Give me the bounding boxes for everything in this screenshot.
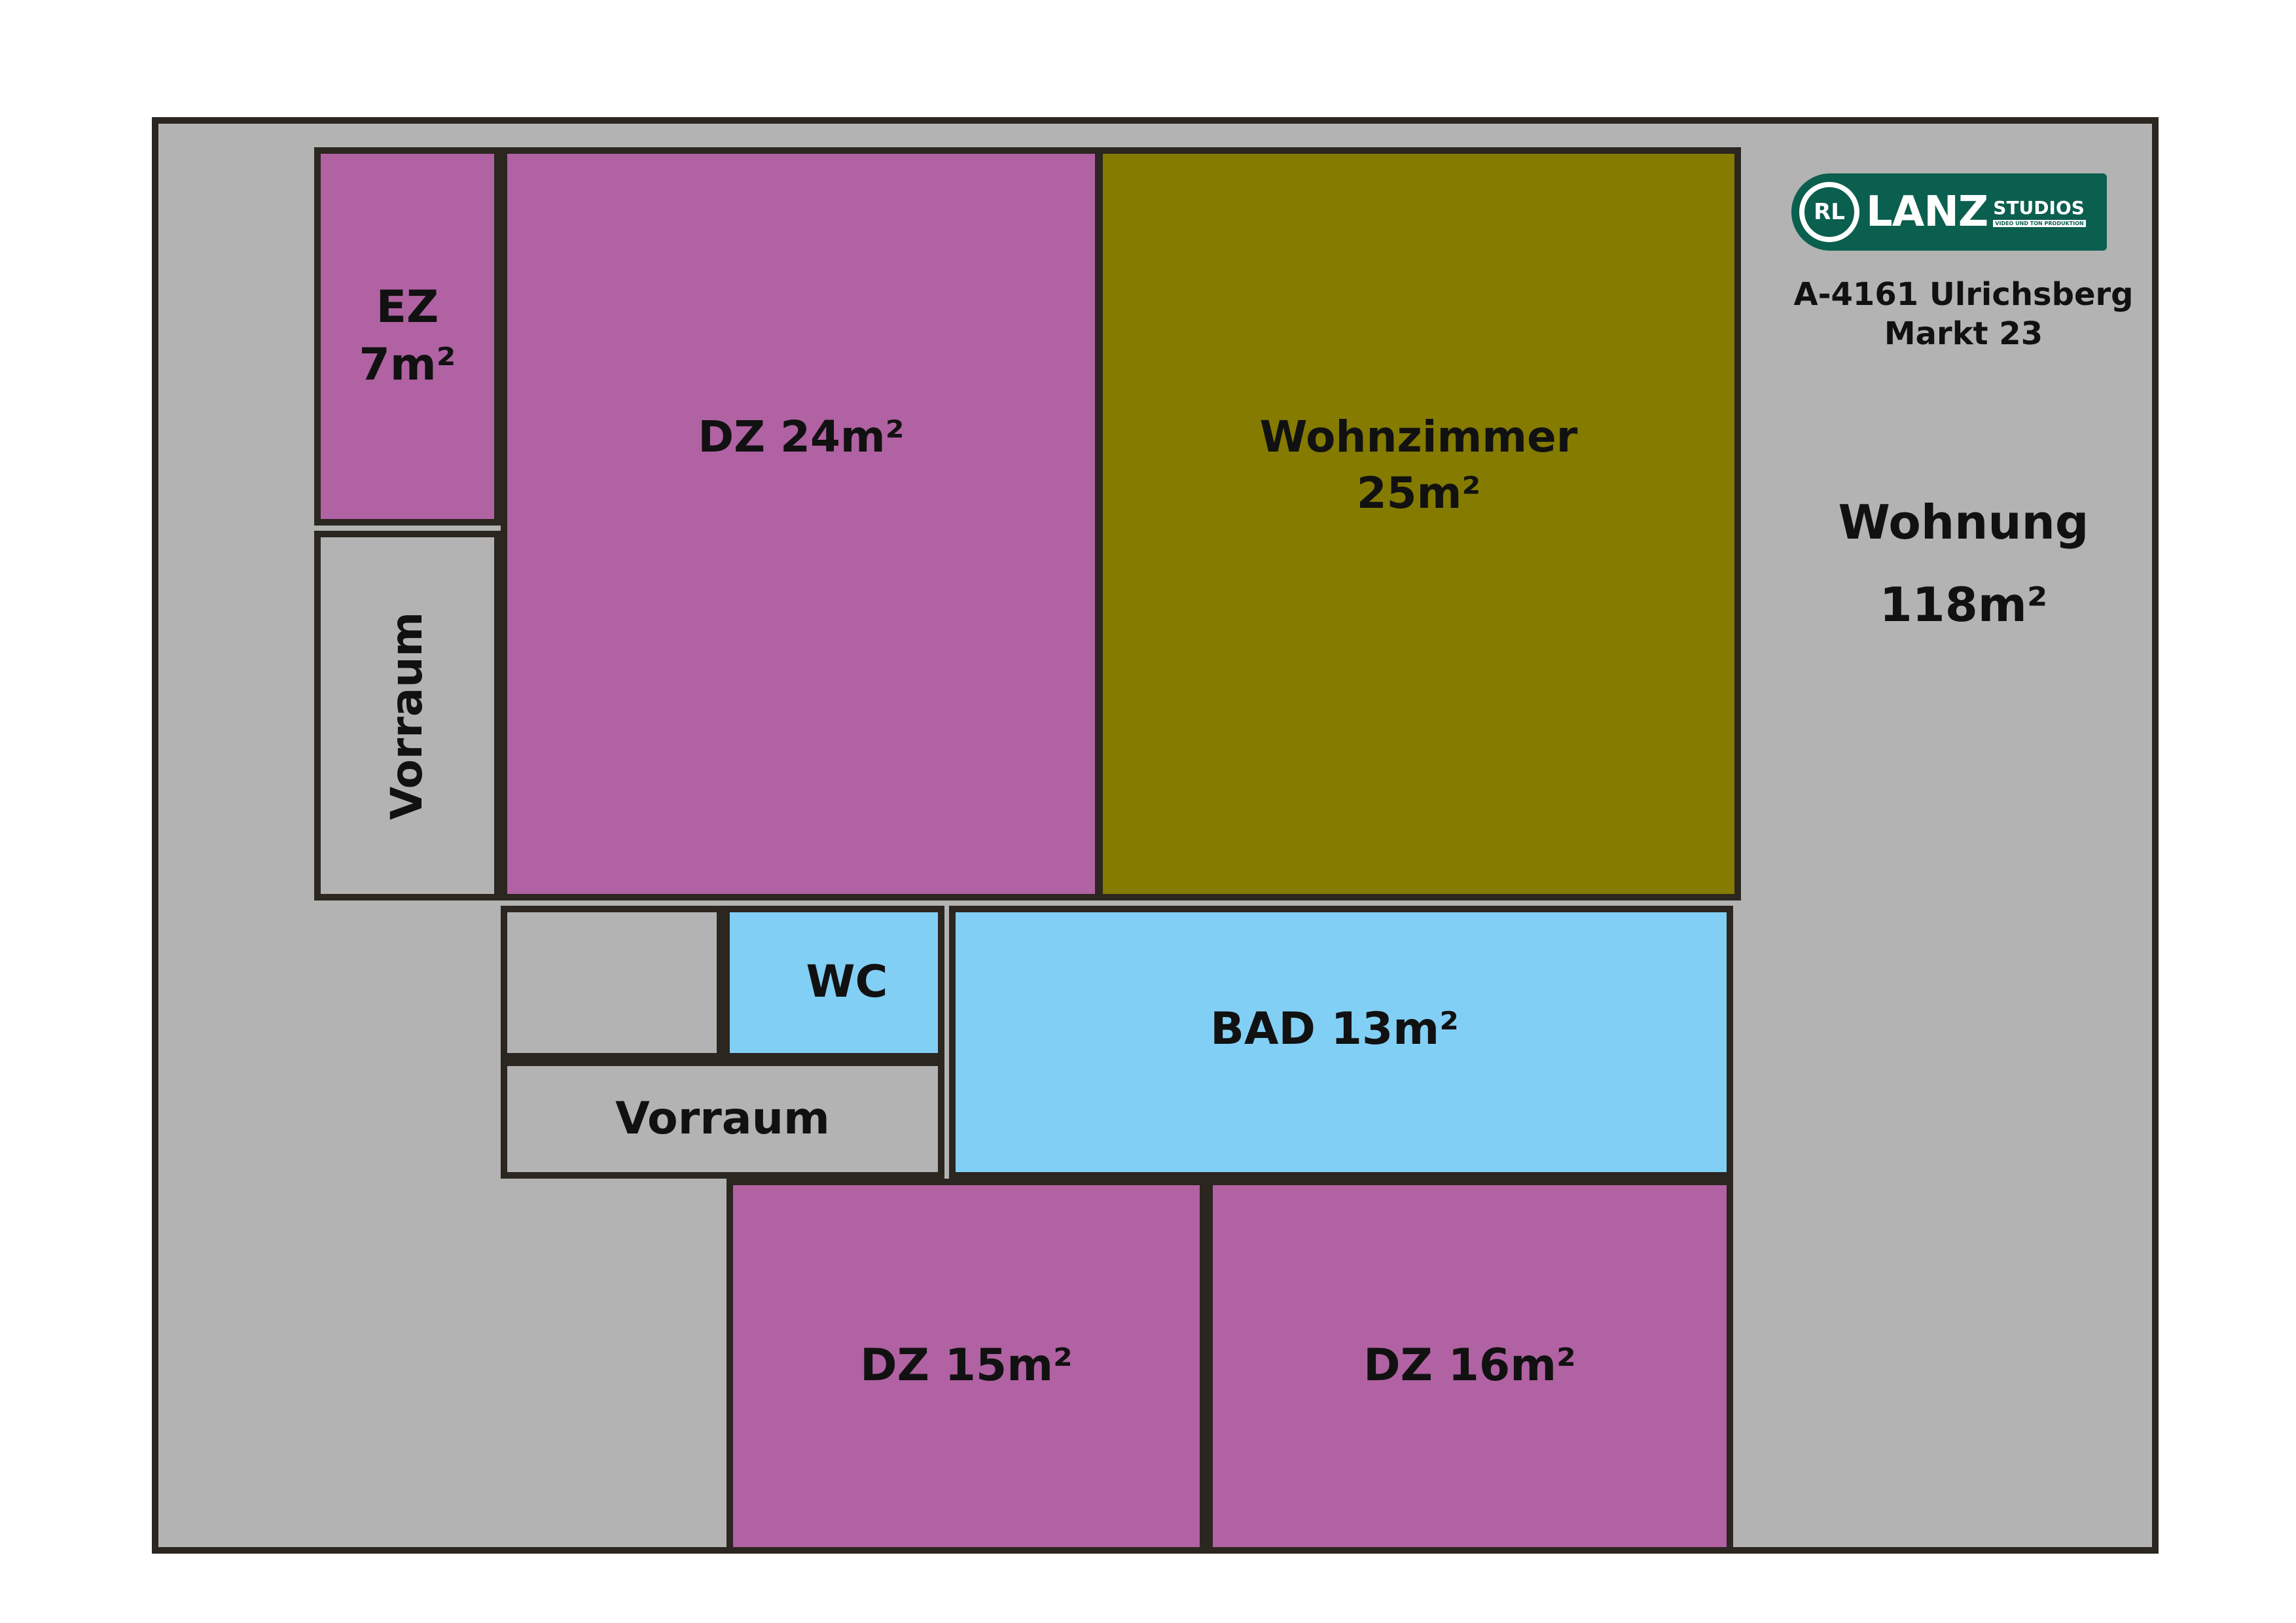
rl-monogram-icon: RL: [1799, 182, 1859, 242]
room-wc-label: WC: [806, 956, 888, 1008]
room-bad-label: BAD 13m²: [1210, 1003, 1459, 1055]
room-wc: WC: [723, 906, 944, 1060]
room-wohnzimmer: Wohnzimmer 25m²: [1096, 147, 1741, 901]
logo-tagline: VIDEO UND TON PRODUKTION: [1993, 220, 2086, 227]
logo-suffix: STUDIOS: [1993, 197, 2085, 219]
apartment-title: Wohnung: [1838, 495, 2089, 550]
logo-name: LANZ: [1866, 188, 1988, 236]
room-vorraum-middle: Vorraum: [501, 1060, 944, 1179]
room-closet: [501, 906, 723, 1060]
room-wohnzimmer-name: Wohnzimmer: [1259, 412, 1578, 462]
room-dz-24-label: DZ 24m²: [698, 412, 905, 462]
address: A-4161 Ulrichsberg Markt 23: [1767, 275, 2160, 353]
room-ez-name: EZ: [376, 281, 439, 333]
address-line1: A-4161 Ulrichsberg: [1793, 276, 2134, 313]
room-dz-15: DZ 15m²: [726, 1179, 1206, 1554]
room-vorraum-middle-label: Vorraum: [615, 1092, 830, 1145]
room-wohnzimmer-area: 25m²: [1356, 467, 1481, 518]
room-bad: BAD 13m²: [949, 906, 1733, 1179]
room-ez-area: 7m²: [359, 339, 456, 391]
room-dz-16-label: DZ 16m²: [1363, 1340, 1576, 1392]
lanz-studios-logo: RL LANZ STUDIOS VIDEO UND TON PRODUKTION: [1791, 173, 2107, 251]
room-ez: EZ 7m²: [314, 147, 501, 526]
address-line2: Markt 23: [1884, 315, 2043, 352]
room-dz-16: DZ 16m²: [1206, 1179, 1733, 1554]
apartment-area: 118m²: [1879, 577, 2048, 632]
room-dz-24: DZ 24m²: [501, 147, 1102, 901]
room-dz-15-label: DZ 15m²: [860, 1340, 1073, 1392]
apartment-summary: Wohnung 118m²: [1754, 481, 2173, 646]
room-vorraum-left-label: Vorraum: [382, 611, 433, 820]
room-vorraum-left: Vorraum: [314, 531, 501, 901]
